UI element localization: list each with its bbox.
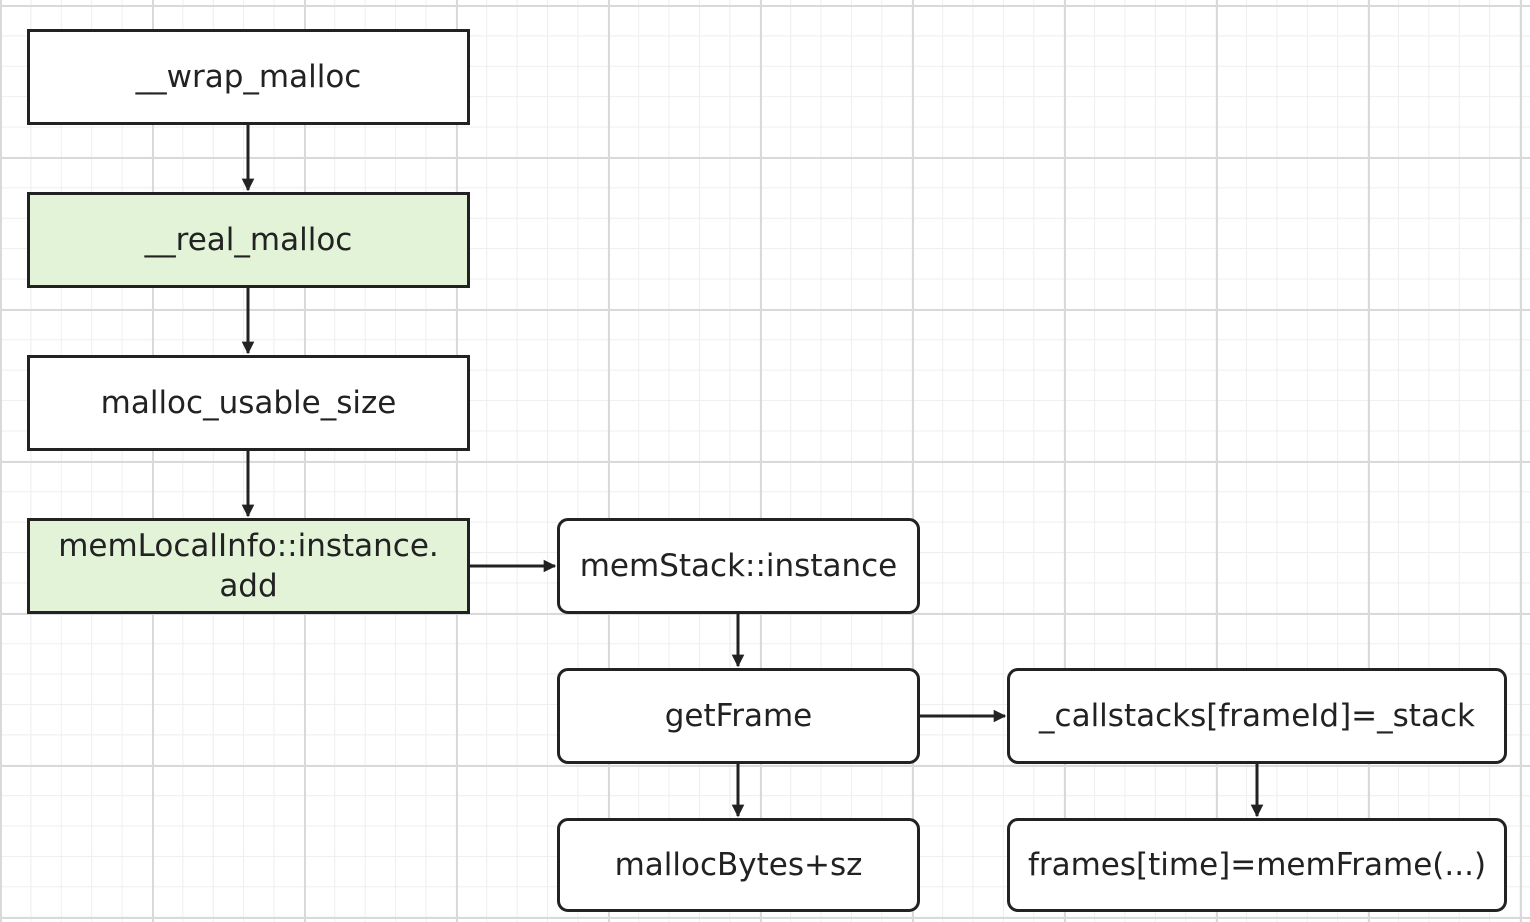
node-getframe-label: getFrame: [664, 697, 813, 734]
node-mallocbytes: mallocBytes+sz: [557, 818, 920, 912]
node-wrap-malloc-label: __wrap_malloc: [135, 58, 362, 95]
node-memlocalinfo-add: memLocalInfo::instance.add: [27, 518, 470, 614]
node-malloc-usable-size-label: malloc_usable_size: [100, 384, 397, 421]
node-wrap-malloc: __wrap_malloc: [27, 29, 470, 125]
node-getframe: getFrame: [557, 668, 920, 764]
node-frames-time-label: frames[time]=memFrame(...): [1027, 846, 1487, 883]
node-callstacks-label: _callstacks[frameId]=_stack: [1039, 697, 1475, 734]
node-frames-time: frames[time]=memFrame(...): [1007, 818, 1507, 912]
node-memstack-instance-label: memStack::instance: [579, 547, 898, 584]
node-memstack-instance: memStack::instance: [557, 518, 920, 614]
node-memlocalinfo-add-label: memLocalInfo::instance.add: [58, 527, 439, 604]
node-real-malloc-label: __real_malloc: [144, 221, 353, 258]
node-real-malloc: __real_malloc: [27, 192, 470, 288]
node-callstacks: _callstacks[frameId]=_stack: [1007, 668, 1507, 764]
node-mallocbytes-label: mallocBytes+sz: [614, 846, 863, 883]
node-malloc-usable-size: malloc_usable_size: [27, 355, 470, 451]
